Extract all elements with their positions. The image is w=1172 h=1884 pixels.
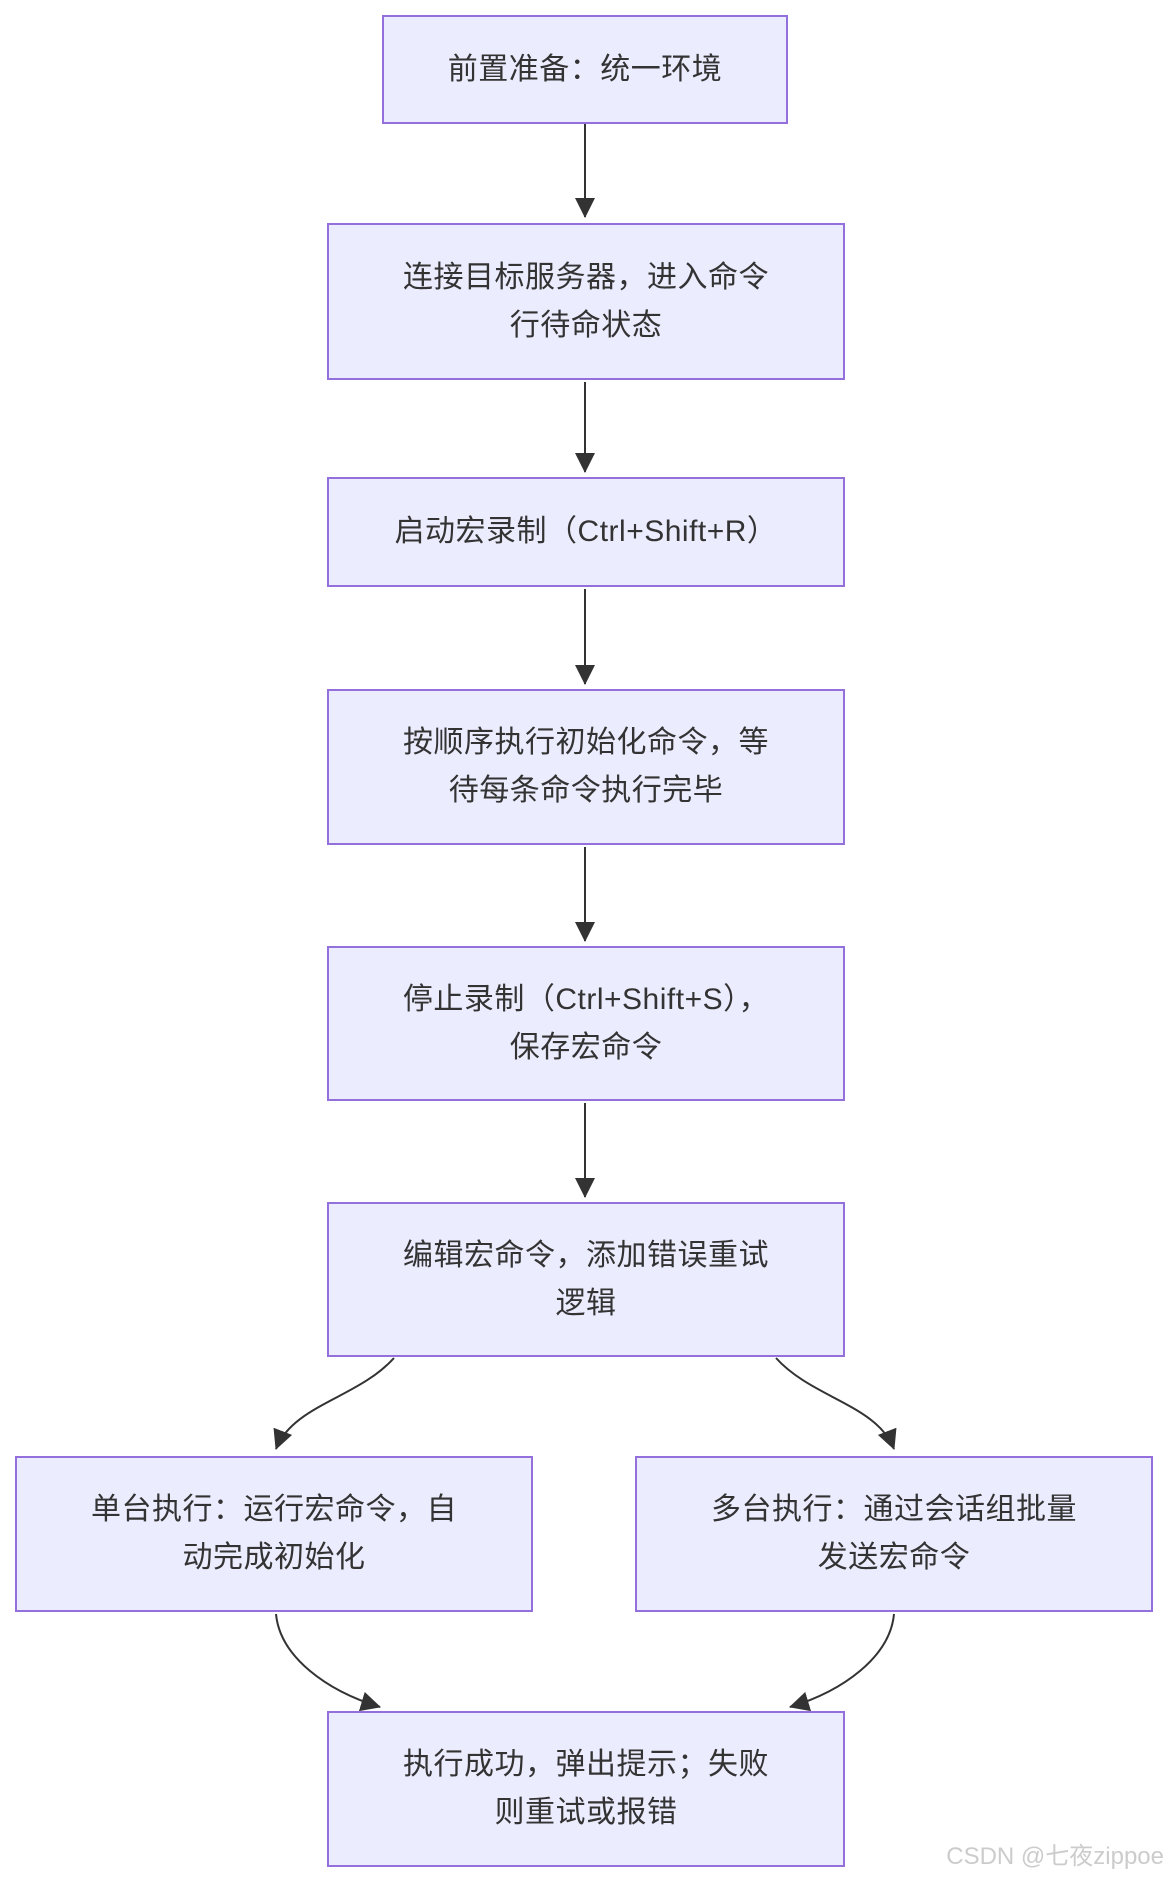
flow-node-label: 前置准备：统一环境	[447, 52, 723, 86]
flow-node-connect-server: 连接目标服务器，进入命令 行待命状态	[327, 223, 845, 380]
flow-node-label: 多台执行：通过会话组批量 发送宏命令	[711, 1493, 1077, 1574]
flow-node-label: 单台执行：运行宏命令，自 动完成初始化	[91, 1493, 457, 1574]
flow-node-label: 停止录制（Ctrl+Shift+S）， 保存宏命令	[402, 982, 770, 1064]
watermark: CSDN @七夜zippoe	[946, 1843, 1164, 1870]
edge-edit-single	[273, 1357, 395, 1450]
flow-node-stop-recording: 停止录制（Ctrl+Shift+S）， 保存宏命令	[327, 946, 845, 1101]
flow-node-label: 按顺序执行初始化命令，等 待每条命令执行完毕	[403, 726, 769, 807]
flow-node-label: 执行成功，弹出提示；失败 则重试或报错	[403, 1748, 769, 1829]
flow-node-run-init-commands: 按顺序执行初始化命令，等 待每条命令执行完毕	[327, 689, 845, 845]
flow-node-edit-macro: 编辑宏命令，添加错误重试 逻辑	[327, 1202, 845, 1357]
flow-node-label: 编辑宏命令，添加错误重试 逻辑	[403, 1238, 769, 1320]
edge-edit-multi	[775, 1357, 897, 1450]
flow-node-label: 启动宏录制（Ctrl+Shift+R）	[394, 515, 778, 548]
flow-node-prep-env: 前置准备：统一环境	[382, 15, 788, 124]
flow-node-single-exec: 单台执行：运行宏命令，自 动完成初始化	[15, 1456, 533, 1612]
edge-single-result	[275, 1613, 381, 1712]
flow-node-multi-exec: 多台执行：通过会话组批量 发送宏命令	[635, 1456, 1153, 1612]
edge-multi-result	[789, 1613, 895, 1712]
flow-node-label: 连接目标服务器，进入命令 行待命状态	[403, 260, 769, 342]
flow-node-result: 执行成功，弹出提示；失败 则重试或报错	[327, 1711, 845, 1867]
flow-node-start-recording: 启动宏录制（Ctrl+Shift+R）	[327, 477, 845, 587]
